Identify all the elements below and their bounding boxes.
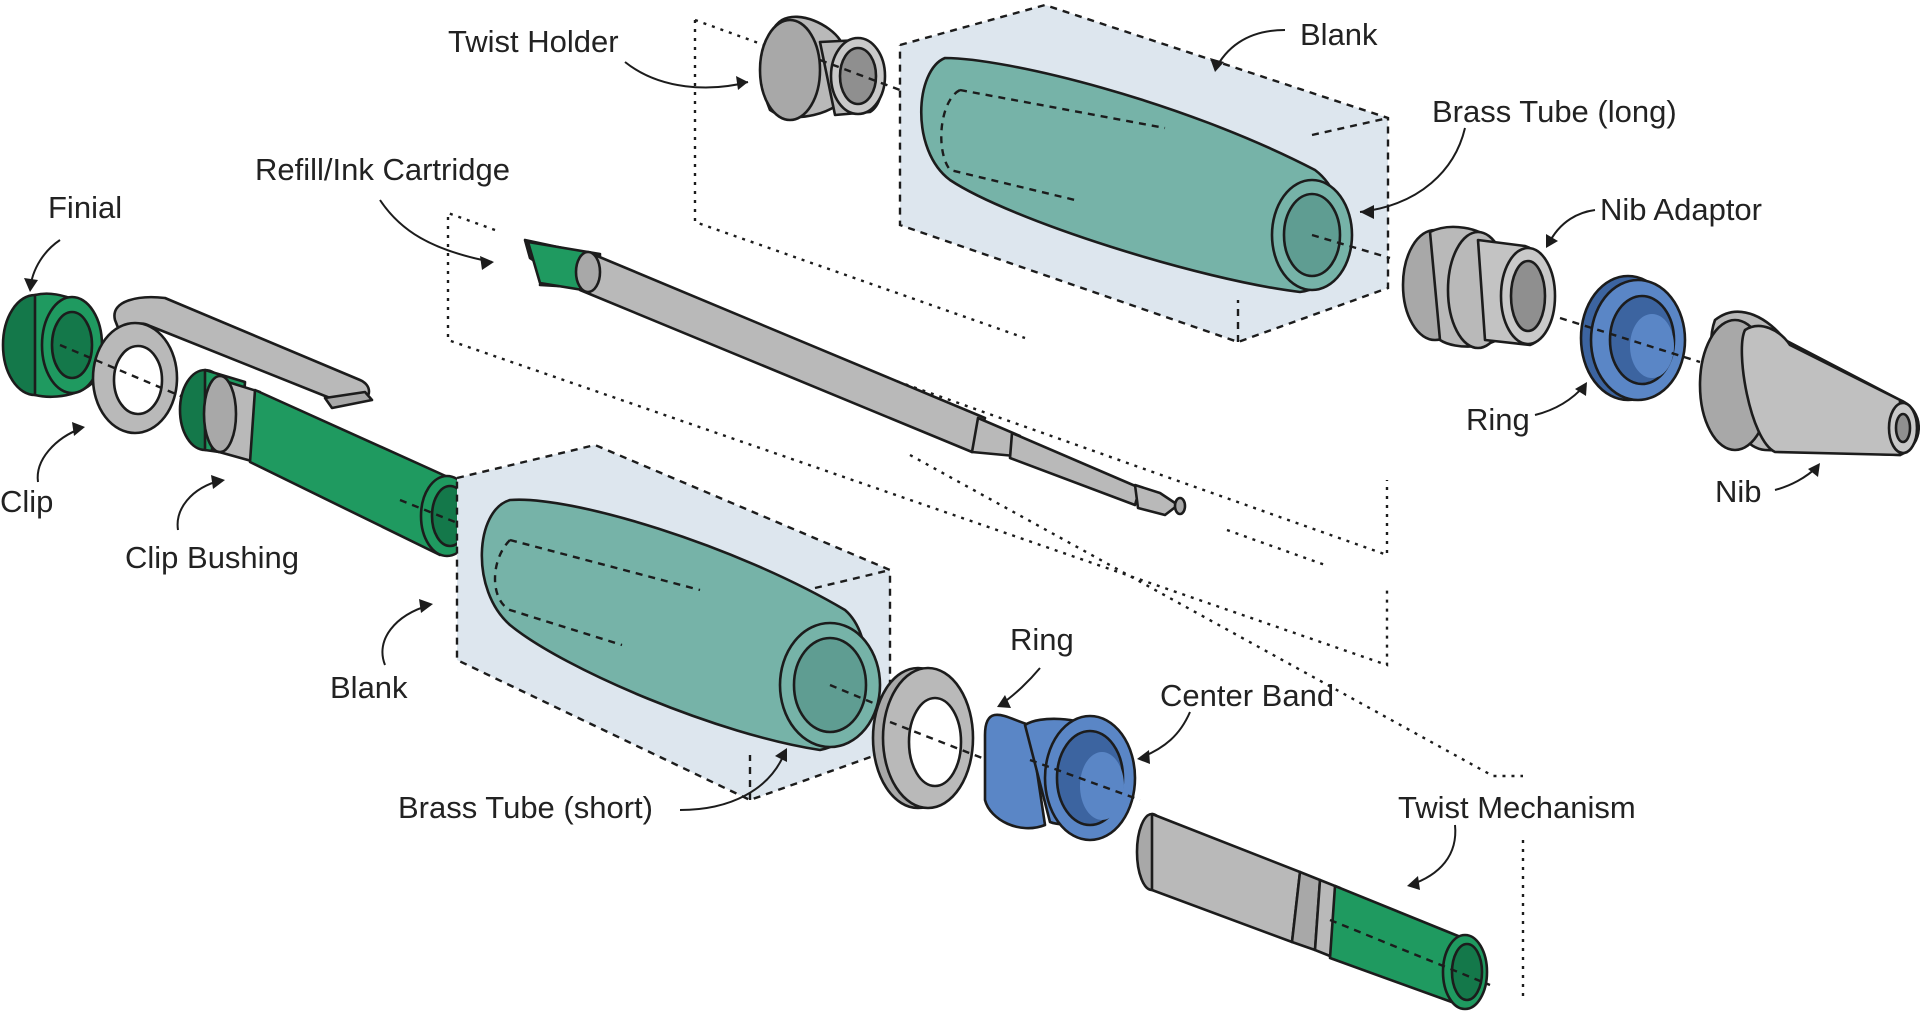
label-blank-bottom: Blank	[330, 670, 408, 705]
blank-top	[898, 3, 1391, 344]
arrow-brass-tube-long	[1359, 127, 1466, 213]
twist-holder	[758, 15, 901, 122]
label-blank-top: Blank	[1300, 17, 1378, 52]
label-ring-middle: Ring	[1010, 622, 1074, 657]
label-refill: Refill/Ink Cartridge	[255, 152, 510, 187]
label-brass-tube-long: Brass Tube (long)	[1432, 94, 1677, 129]
arrow-twist-mechanism	[1409, 824, 1457, 886]
arrow-blank-bottom	[381, 604, 431, 666]
label-arrows	[24, 29, 1820, 890]
arrow-refill	[379, 199, 493, 263]
ring-middle	[871, 666, 1001, 810]
clip	[59, 295, 374, 435]
label-twist-holder: Twist Holder	[448, 24, 619, 59]
label-clip: Clip	[0, 484, 53, 519]
label-ring-right: Ring	[1466, 402, 1530, 437]
nib-adaptor	[1401, 225, 1557, 350]
arrow-clip	[36, 427, 83, 483]
twist-mechanism	[1135, 812, 1491, 1011]
label-center-band: Center Band	[1160, 678, 1334, 713]
arrow-twist-holder	[624, 61, 749, 89]
lower-assembly-guide	[909, 453, 1525, 1000]
top-assembly-guide	[693, 18, 1026, 340]
refill-guide	[446, 211, 1389, 667]
arrow-center-band	[1139, 711, 1191, 759]
blank-bottom	[455, 443, 892, 802]
label-finial: Finial	[48, 190, 122, 225]
nib	[1698, 310, 1920, 457]
arrow-clip-bushing	[176, 479, 223, 531]
label-clip-bushing: Clip Bushing	[125, 540, 299, 575]
ring-right	[1559, 274, 1701, 402]
label-brass-tube-short: Brass Tube (short)	[398, 790, 653, 825]
arrow-brass-tube-short	[679, 751, 786, 811]
labels: Twist Holder Blank Brass Tube (long) Nib…	[0, 17, 1762, 825]
center-band	[983, 713, 1141, 842]
label-nib: Nib	[1715, 474, 1762, 509]
label-nib-adaptor: Nib Adaptor	[1600, 192, 1762, 227]
label-twist-mechanism: Twist Mechanism	[1398, 790, 1636, 825]
refill-ink-cartridge	[523, 238, 1187, 517]
finial	[1, 292, 104, 399]
blank-top-body	[920, 56, 1345, 294]
blank-bottom-body	[480, 498, 869, 752]
